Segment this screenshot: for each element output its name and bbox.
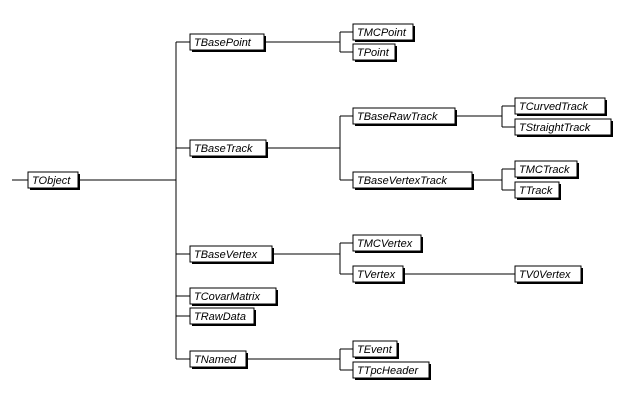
node-tbasevertextrack-label: TBaseVertexTrack [357, 175, 447, 187]
node-tevent-label: TEvent [357, 344, 393, 356]
node-tobject: TObject [27, 171, 80, 190]
node-tcovarmatrix: TCovarMatrix [189, 287, 278, 306]
node-tpoint-label: TPoint [357, 47, 390, 59]
node-tbasevertex: TBaseVertex [189, 245, 274, 264]
node-tmctrack-label: TMCTrack [519, 164, 570, 176]
node-tcovarmatrix-label: TCovarMatrix [194, 291, 261, 303]
node-tvertex-label: TVertex [357, 269, 396, 281]
node-tmcvertex-label: TMCVertex [357, 238, 413, 250]
node-tbasetrack: TBaseTrack [189, 139, 268, 158]
connector-lines [12, 31, 515, 371]
node-tcurvedtrack-label: TCurvedTrack [519, 101, 588, 113]
node-ttrack: TTrack [514, 181, 561, 200]
node-tbaserawtrack-label: TBaseRawTrack [357, 111, 438, 123]
node-trawdata: TRawData [189, 307, 256, 326]
node-tbaserawtrack: TBaseRawTrack [352, 107, 457, 126]
node-tmcpoint-label: TMCPoint [357, 27, 407, 39]
node-ttpcheader-label: TTpcHeader [357, 365, 419, 377]
node-tpoint: TPoint [352, 43, 397, 62]
node-tbasetrack-label: TBaseTrack [194, 143, 253, 155]
node-tnamed-label: TNamed [194, 354, 237, 366]
node-tv0vertex: TV0Vertex [514, 265, 583, 284]
node-tobject-label: TObject [32, 175, 71, 187]
node-tvertex: TVertex [352, 265, 405, 284]
node-tmctrack: TMCTrack [514, 160, 579, 179]
node-tbasepoint-label: TBasePoint [194, 37, 252, 49]
node-tcurvedtrack: TCurvedTrack [514, 97, 607, 116]
node-ttpcheader: TTpcHeader [352, 361, 431, 380]
node-tmcvertex: TMCVertex [352, 234, 423, 253]
node-tbasepoint: TBasePoint [189, 33, 266, 52]
node-tstraighttrack-label: TStraightTrack [519, 122, 591, 134]
node-trawdata-label: TRawData [194, 311, 246, 323]
node-tbasevertex-label: TBaseVertex [194, 249, 258, 261]
node-tnamed: TNamed [189, 350, 248, 369]
node-tbasevertextrack: TBaseVertexTrack [352, 171, 474, 190]
node-tevent: TEvent [352, 340, 399, 359]
node-ttrack-label: TTrack [519, 185, 553, 197]
node-tv0vertex-label: TV0Vertex [519, 269, 571, 281]
node-tmcpoint: TMCPoint [352, 23, 415, 42]
node-tstraighttrack: TStraightTrack [514, 118, 613, 137]
